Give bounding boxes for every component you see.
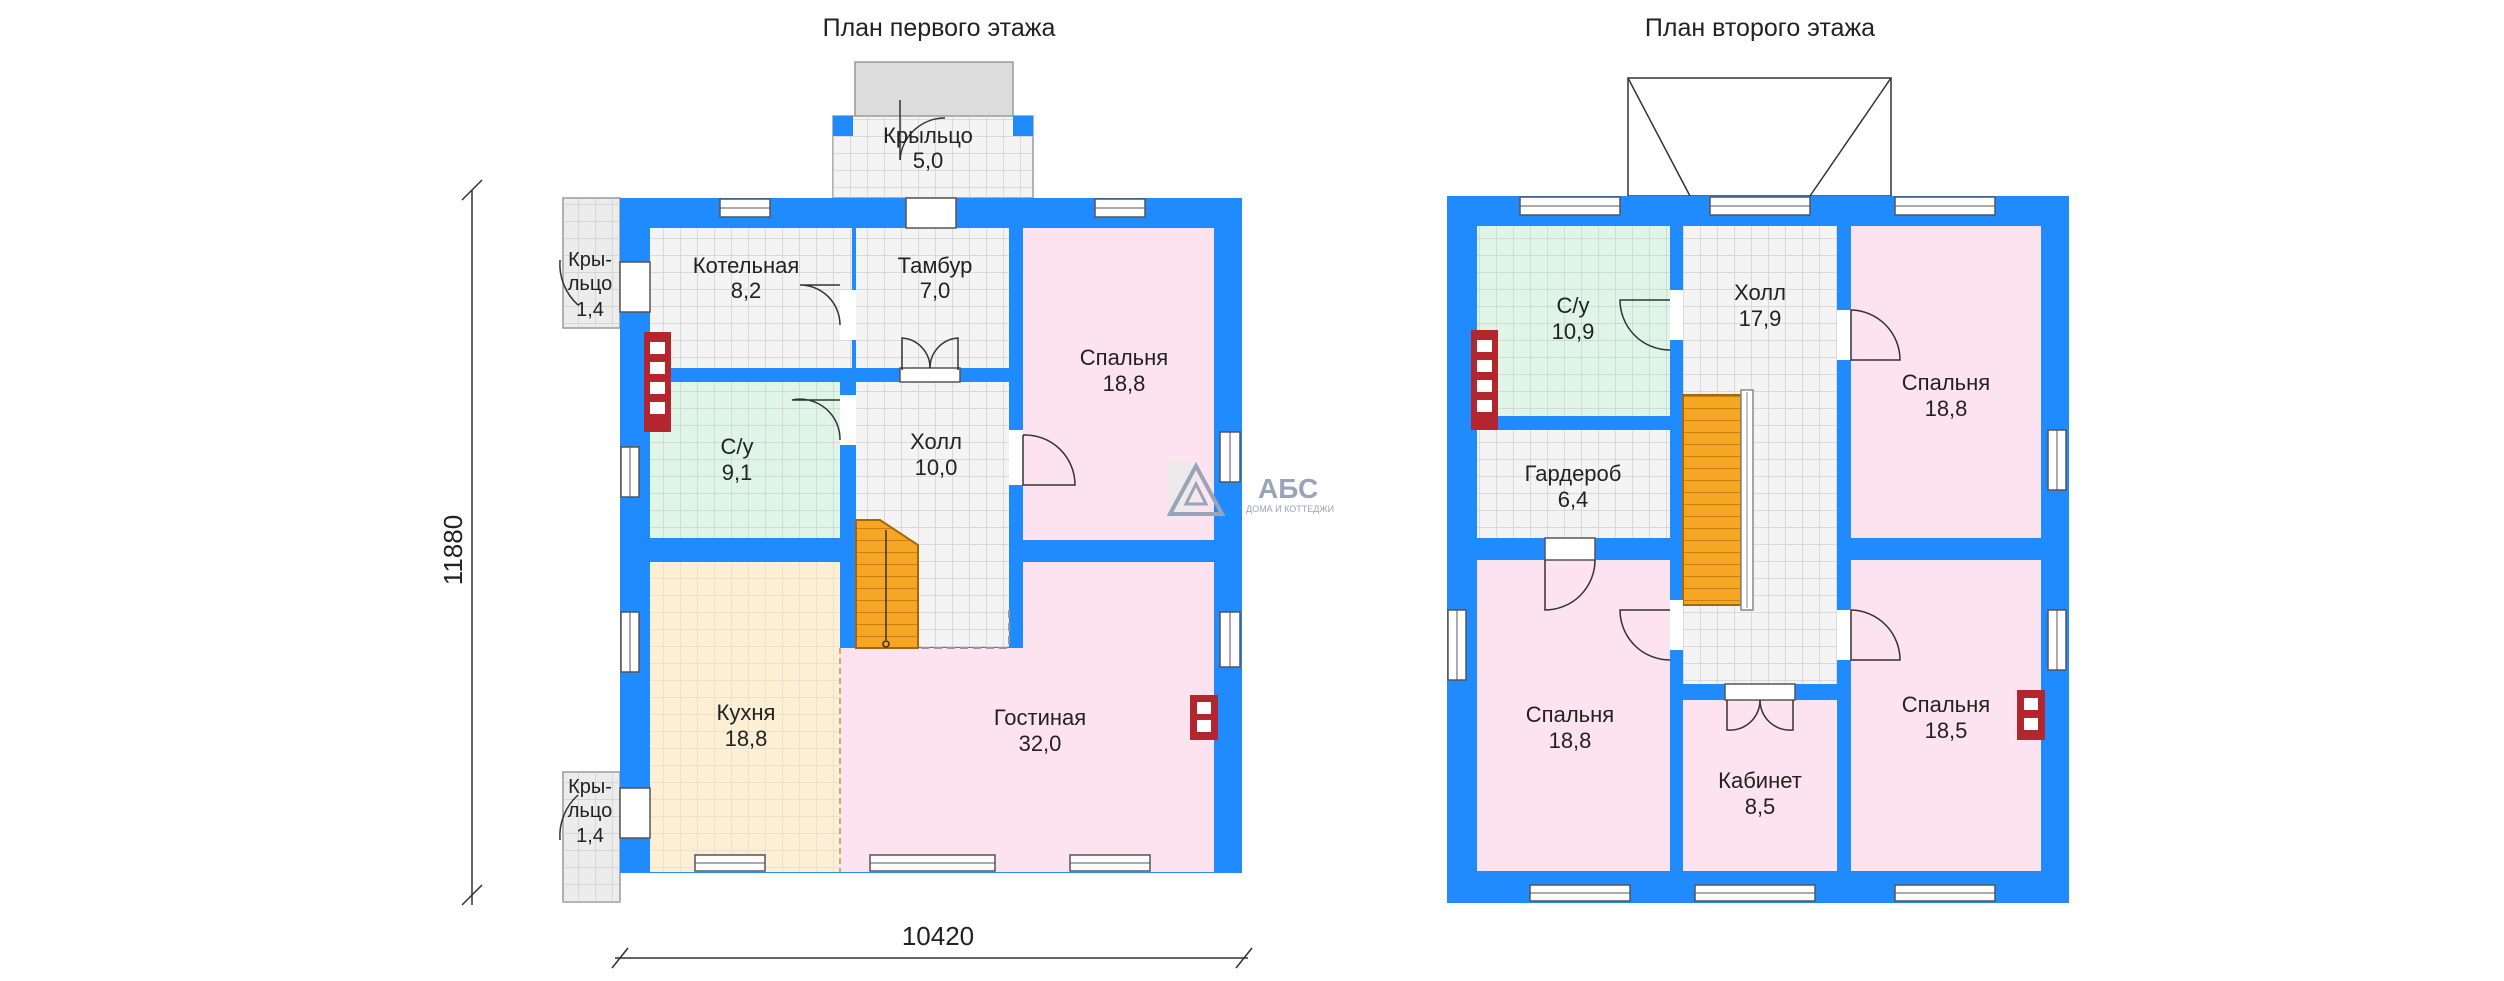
kitchen-area: 18,8 (725, 726, 768, 751)
f2-bedroom-se-area: 18,5 (1925, 718, 1968, 743)
boiler-name: Котельная (693, 253, 800, 278)
porch-left-bottom-name-2: льцо (568, 800, 612, 822)
floor-2-roof-outline (1627, 77, 1892, 197)
left-porch-bottom (562, 771, 621, 903)
hall-name: Холл (910, 429, 962, 454)
living-area: 32,0 (1019, 731, 1062, 756)
abs-logo: АБС ДОМА И КОТТЕДЖИ (1166, 461, 1334, 518)
f2-bedroom-sw-name: Спальня (1526, 702, 1614, 727)
f2-study-name: Кабинет (1718, 768, 1802, 793)
floor-2-chimney-right (2017, 690, 2045, 740)
f2-study-room (1683, 700, 1837, 871)
kitchen-name: Кухня (717, 700, 776, 725)
bath-name: С/у (721, 434, 754, 459)
floor-2-staircase (1682, 389, 1754, 611)
f2-bath-area: 10,9 (1552, 319, 1595, 344)
porch-left-bottom-name-1: Кры- (568, 776, 612, 798)
hall-area: 10,0 (915, 455, 958, 480)
f2-wardrobe-name: Гардероб (1525, 461, 1622, 486)
porch-left-bottom-area: 1,4 (576, 825, 604, 847)
f2-hall-name: Холл (1734, 280, 1786, 305)
floor-2-title: План второго этажа (1645, 14, 1875, 42)
porch-left-top-name-1: Кры- (568, 249, 612, 271)
main-porch (832, 61, 1034, 199)
porch-left-top-name-2: льцо (568, 273, 612, 295)
logo-text: АБС (1258, 473, 1318, 504)
floor-1-staircase (855, 519, 919, 649)
vestibule-name: Тамбур (898, 253, 973, 278)
dimension-height (461, 179, 483, 906)
f2-bedroom-sw-area: 18,8 (1549, 728, 1592, 753)
bedroom-name: Спальня (1080, 345, 1168, 370)
f2-bedroom-se-room (1851, 560, 2041, 871)
floor-2-plan: План второго этажа (1447, 14, 2069, 903)
vestibule-area: 7,0 (920, 278, 951, 303)
living-name: Гостиная (994, 705, 1086, 730)
porch-left-top-area: 1,4 (576, 299, 604, 321)
f2-hall-area: 17,9 (1739, 306, 1782, 331)
bath-area: 9,1 (722, 460, 753, 485)
floor-2-chimney-left (1471, 330, 1498, 430)
dimension-width-label: 10420 (902, 921, 974, 951)
floor-1-doors (619, 197, 1023, 839)
f2-bath-name: С/у (1557, 293, 1590, 318)
bedroom-area: 18,8 (1103, 371, 1146, 396)
porch-main-name: Крыльцо (883, 123, 973, 148)
floor-1-chimney-right (1190, 695, 1218, 740)
boiler-area: 8,2 (731, 278, 762, 303)
living-room (840, 562, 1214, 872)
f2-bedroom-ne-room (1851, 226, 2041, 538)
f2-wardrobe-area: 6,4 (1558, 487, 1589, 512)
logo-subtitle: ДОМА И КОТТЕДЖИ (1246, 504, 1334, 514)
dimension-height-label: 11880 (438, 515, 468, 585)
f2-bedroom-sw-room (1477, 560, 1670, 871)
floor-2-doors (1544, 290, 1851, 701)
f2-bedroom-ne-name: Спальня (1902, 370, 1990, 395)
floor-1-plan: План первого этажа (438, 14, 1253, 969)
floor-1-title: План первого этажа (823, 14, 1056, 42)
left-porch-top (562, 197, 621, 329)
floor-1-chimney-left (644, 332, 671, 432)
f2-bedroom-ne-area: 18,8 (1925, 396, 1968, 421)
f2-study-area: 8,5 (1745, 794, 1776, 819)
dimension-width (611, 947, 1253, 969)
f2-bedroom-se-name: Спальня (1902, 692, 1990, 717)
porch-main-area: 5,0 (913, 148, 944, 173)
